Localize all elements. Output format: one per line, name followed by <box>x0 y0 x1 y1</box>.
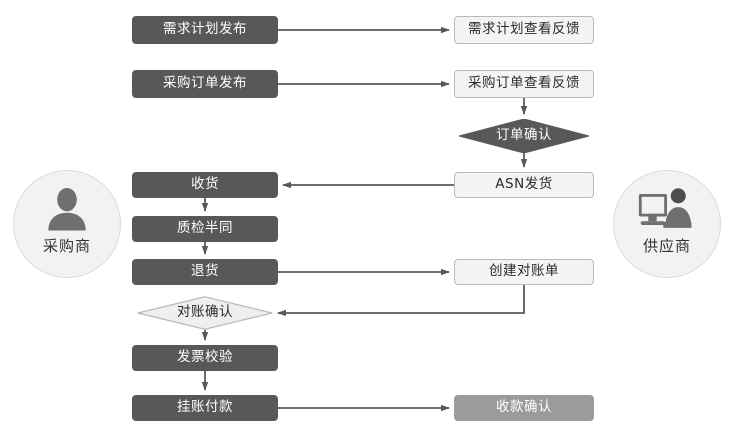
node-payable-payment[interactable]: 挂账付款 <box>132 395 278 421</box>
node-label: 收款确认 <box>496 399 552 416</box>
person-icon <box>36 185 98 233</box>
node-asn-shipment[interactable]: ASN发货 <box>454 172 594 198</box>
node-return-goods[interactable]: 退货 <box>132 259 278 285</box>
node-label: 需求计划发布 <box>163 21 247 38</box>
node-label: 创建对账单 <box>489 263 559 280</box>
node-order-confirm[interactable]: 订单确认 <box>459 119 589 153</box>
person-at-computer-icon <box>636 185 698 233</box>
node-label: 需求计划查看反馈 <box>468 21 580 38</box>
actor-buyer-label: 采购商 <box>42 237 91 255</box>
node-label: 质检半同 <box>177 220 233 237</box>
actor-supplier[interactable]: 供应商 <box>613 170 721 278</box>
node-label: 收货 <box>191 176 219 193</box>
node-receipt-confirmation[interactable]: 收款确认 <box>454 395 594 421</box>
node-invoice-verification[interactable]: 发票校验 <box>132 345 278 371</box>
node-demand-plan-view-feedback[interactable]: 需求计划查看反馈 <box>454 16 594 44</box>
node-label: 订单确认 <box>496 127 552 144</box>
node-label: 采购订单查看反馈 <box>468 75 580 92</box>
edge-create-statement-to-statement-confirm <box>277 285 525 317</box>
node-purchase-order-view-feedback[interactable]: 采购订单查看反馈 <box>454 70 594 98</box>
actor-supplier-label: 供应商 <box>642 237 691 255</box>
node-label: 采购订单发布 <box>163 75 247 92</box>
node-receive-goods[interactable]: 收货 <box>132 172 278 198</box>
node-label: 挂账付款 <box>177 399 233 416</box>
node-label: 退货 <box>191 263 219 280</box>
actor-buyer[interactable]: 采购商 <box>13 170 121 278</box>
diamond-shape <box>137 296 273 330</box>
node-quality-inspection-collaboration[interactable]: 质检半同 <box>132 216 278 242</box>
node-demand-plan-publish[interactable]: 需求计划发布 <box>132 16 278 44</box>
diamond-shape <box>459 119 589 153</box>
node-label: 对账确认 <box>177 304 233 321</box>
node-purchase-order-publish[interactable]: 采购订单发布 <box>132 70 278 98</box>
node-label: 发票校验 <box>177 349 233 366</box>
node-label: ASN发货 <box>495 176 553 193</box>
node-statement-confirm[interactable]: 对账确认 <box>137 296 273 330</box>
node-create-statement[interactable]: 创建对账单 <box>454 259 594 285</box>
